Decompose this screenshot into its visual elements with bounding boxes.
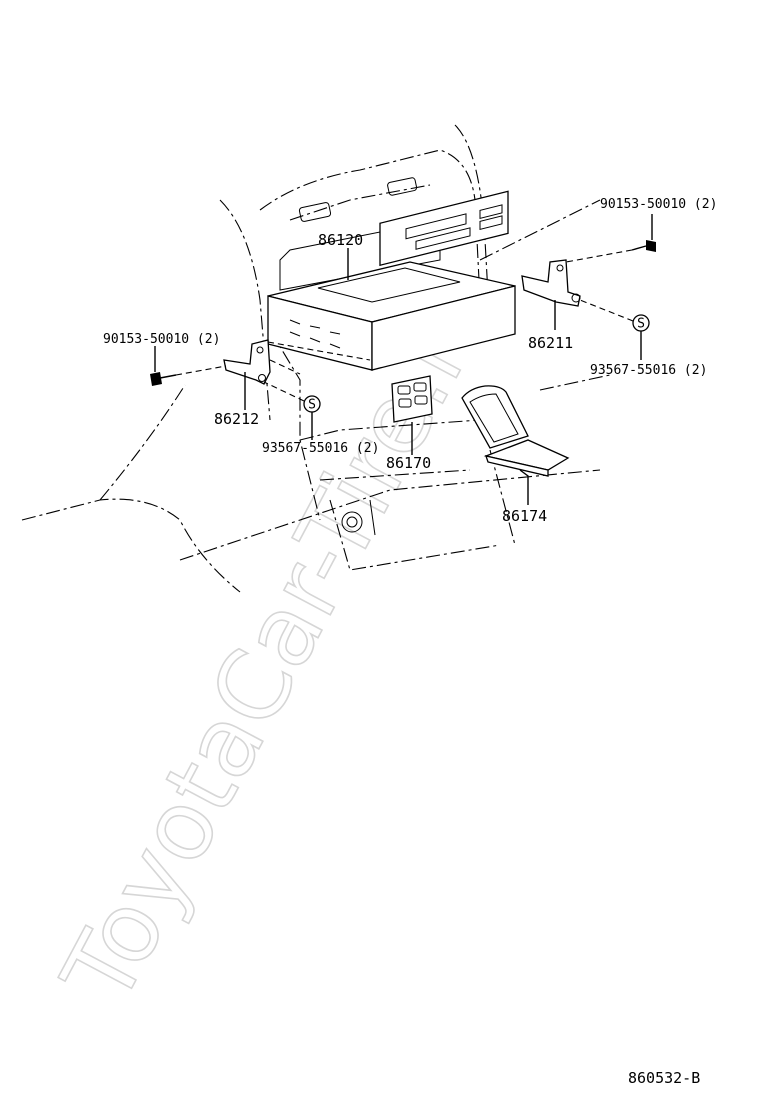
label-86174: 86174 [502,507,547,525]
nut-left-symbol: S [308,398,316,413]
label-86212: 86212 [214,410,259,428]
label-bolt-right: 90153-50010 (2) [600,197,717,212]
nut-right: S [632,314,650,332]
cover-86174 [461,385,570,477]
bolt-left [150,372,177,386]
bracket-left-86212 [223,339,271,385]
bolt-right [631,240,656,252]
label-bolt-left: 90153-50010 (2) [103,332,220,347]
diagram-code: 860532-B [628,1069,700,1087]
watermark: ToyotaCar-Tire.ru [40,254,520,1022]
label-nut-right: 93567-55016 (2) [590,363,707,378]
label-86120: 86120 [318,231,363,249]
switch-panel-86170 [391,375,433,423]
nut-left: S [303,395,321,413]
bracket-right-86211 [521,259,581,307]
label-86170: 86170 [386,454,431,472]
radio-faceplate [379,190,509,267]
assembly-lines [175,249,634,402]
leader-lines [154,214,653,505]
label-86211: 86211 [528,334,573,352]
nut-right-symbol: S [637,317,645,332]
radio-receiver-86120 [267,190,516,371]
label-nut-left: 93567-55016 (2) [262,441,379,456]
watermark-text: ToyotaCar-Tire.ru [41,255,520,1022]
part-labels: 86120 90153-50010 (2) 86211 93567-55016 … [103,197,717,525]
